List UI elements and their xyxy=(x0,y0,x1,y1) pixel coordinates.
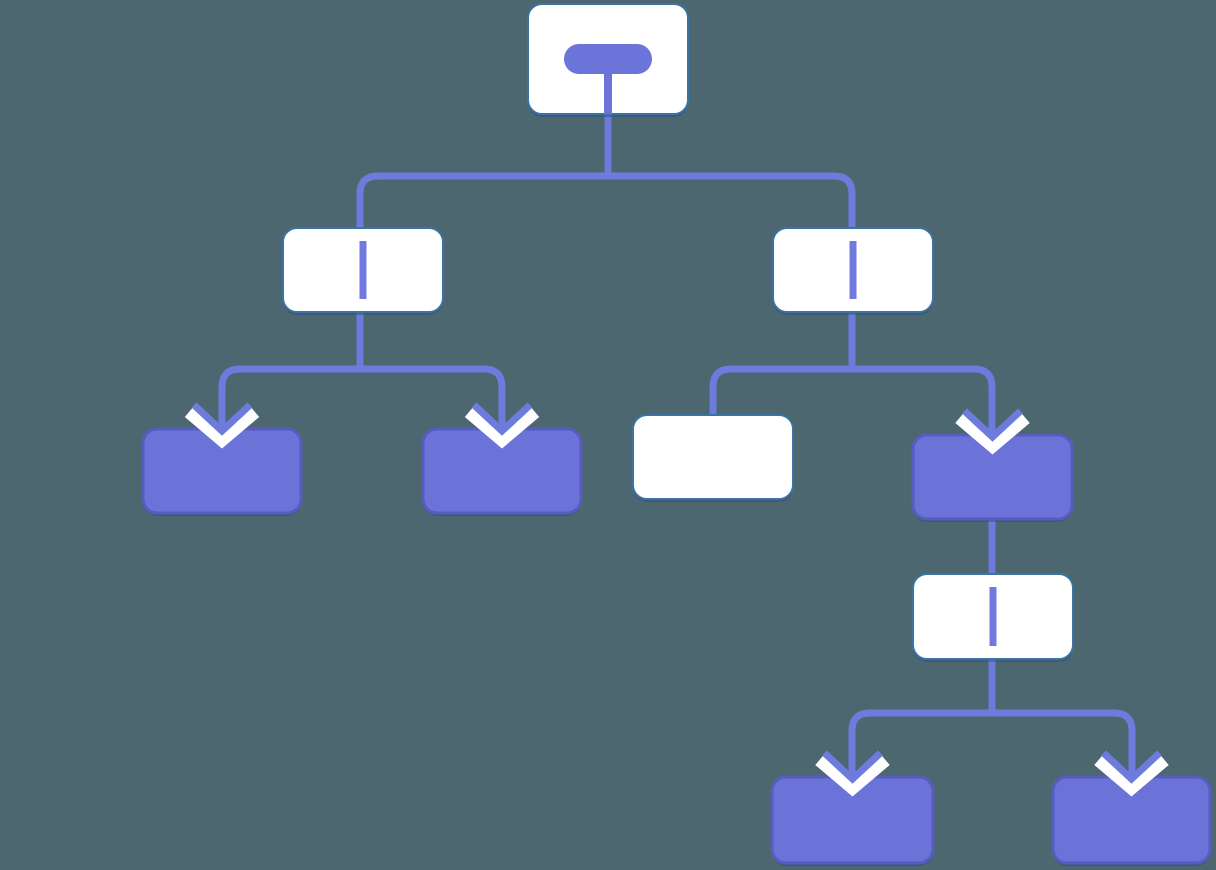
edge-right-split xyxy=(709,365,996,437)
start-node[interactable] xyxy=(527,3,689,117)
branch-left-node[interactable] xyxy=(282,227,444,315)
chevron-purple-stroke xyxy=(1101,750,1162,784)
passthrough-bar-icon xyxy=(359,241,367,299)
branch-right-node[interactable] xyxy=(772,227,934,315)
chevron-purple-stroke xyxy=(471,402,533,436)
double-chevron-down-icon xyxy=(464,402,540,449)
edge-top-split xyxy=(356,172,856,234)
double-chevron-down-icon xyxy=(955,408,1030,455)
passthrough-bar-icon xyxy=(989,587,997,646)
node-layer xyxy=(141,3,1212,866)
chevron-purple-stroke xyxy=(822,750,883,784)
double-chevron-down-icon xyxy=(184,402,260,449)
branch-bottom-node[interactable] xyxy=(912,573,1074,662)
chevron-white-stroke xyxy=(464,407,540,449)
chevron-white-stroke xyxy=(815,755,890,797)
chevron-white-stroke xyxy=(1094,755,1169,797)
chevron-purple-stroke xyxy=(962,408,1023,442)
target-g-node[interactable] xyxy=(1051,775,1212,866)
node-rect xyxy=(632,414,794,500)
arrow-layer xyxy=(184,402,1169,797)
double-chevron-down-icon xyxy=(1094,750,1169,797)
passthrough-bar-icon xyxy=(849,241,857,299)
target-a-node[interactable] xyxy=(141,427,303,516)
edge-left-split xyxy=(218,365,506,431)
plain-c-node[interactable] xyxy=(632,414,794,502)
start-pill-icon xyxy=(564,44,652,74)
double-chevron-down-icon xyxy=(815,750,890,797)
edge-bottom-split xyxy=(848,709,1136,779)
edge-layer xyxy=(218,106,1136,779)
chevron-white-stroke xyxy=(184,407,260,449)
target-b-node[interactable] xyxy=(421,427,583,516)
chevron-purple-stroke xyxy=(191,402,253,436)
start-stem-icon xyxy=(604,72,612,114)
target-f-node[interactable] xyxy=(770,775,935,866)
target-d-node[interactable] xyxy=(911,433,1074,522)
chevron-white-stroke xyxy=(955,413,1030,455)
